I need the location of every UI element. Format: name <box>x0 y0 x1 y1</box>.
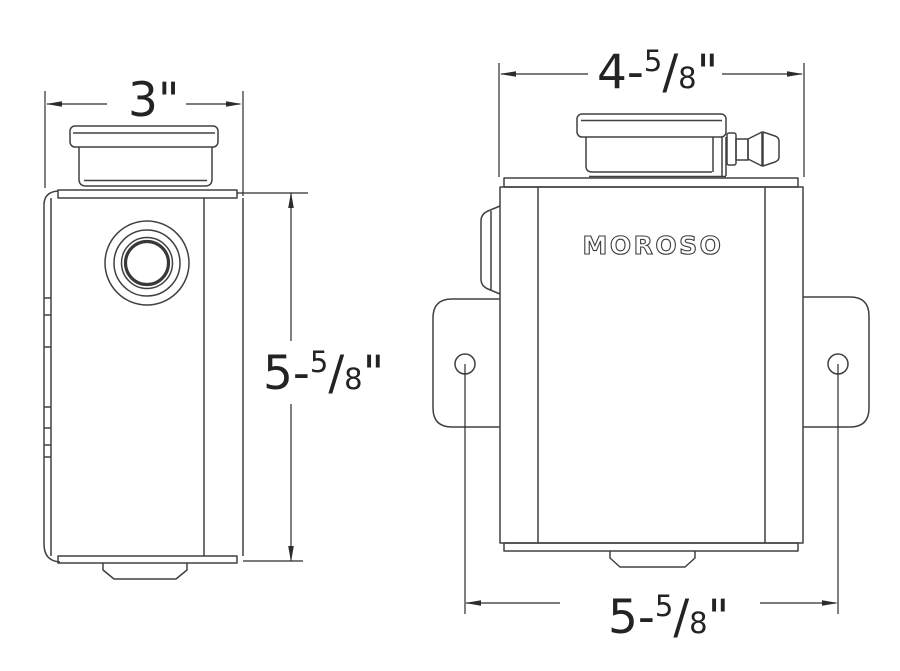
arrowhead-right-icon <box>226 101 242 107</box>
arrowhead-left-icon <box>500 71 516 77</box>
bracket-wing-left <box>432 298 500 428</box>
cap-flange <box>69 125 219 148</box>
barb-ridge-1 <box>747 131 763 167</box>
arrowhead-right-icon <box>822 600 838 606</box>
barb-neck <box>735 138 749 161</box>
mounting-bracket-right <box>803 296 870 428</box>
tank-top-flange <box>503 177 799 188</box>
side-view-body <box>43 189 244 580</box>
drain-plug-side <box>102 563 188 580</box>
barb-ridge-2 <box>762 131 780 167</box>
port-middle-circle <box>113 229 181 297</box>
cap-body <box>585 137 712 173</box>
dim-label-side-width: 3" <box>128 73 180 128</box>
side-view-cap <box>69 125 219 187</box>
side-view: 3" 5-5/8" <box>43 73 384 580</box>
brand-logo-text: MOROSO <box>583 231 724 260</box>
bracket-edge-ticks <box>44 297 51 458</box>
tank-bottom-flange <box>503 542 799 552</box>
arrowhead-right-icon <box>787 71 803 77</box>
mounting-bracket-left <box>432 298 500 428</box>
dimension-side-width: 3" <box>44 73 244 196</box>
dim-label-front-width: 4-5/8" <box>597 44 718 100</box>
side-port <box>104 220 190 306</box>
cap-body <box>78 147 213 187</box>
drain-plug-front <box>609 551 696 568</box>
arrowhead-left-icon <box>46 101 62 107</box>
front-view-body <box>480 177 804 568</box>
cap-flange <box>576 113 727 138</box>
port-bore-circle <box>123 239 171 287</box>
dim-label-hole-spacing: 5-5/8" <box>608 589 729 645</box>
arrowhead-down-icon <box>288 546 294 562</box>
dimension-side-height: 5-5/8" <box>237 192 384 562</box>
arrowhead-up-icon <box>288 192 294 208</box>
front-view: MOROSO 4-5/8" 5-5/8" <box>432 44 870 645</box>
body-outer-left-edge <box>43 190 61 563</box>
arrowhead-left-icon <box>465 600 481 606</box>
port-lip-circle <box>120 236 174 290</box>
bracket-wing-right <box>803 296 870 428</box>
side-port-bump <box>480 205 501 295</box>
dimension-front-width: 4-5/8" <box>498 44 805 177</box>
tank-bottom-flange <box>57 555 238 564</box>
dim-label-side-height: 5-5/8" <box>263 345 384 401</box>
front-view-cap <box>576 113 780 178</box>
port-outer-circle <box>104 220 190 306</box>
dimension-hole-spacing: 5-5/8" <box>464 364 839 645</box>
hose-barb-fitting <box>726 131 780 167</box>
barb-collar <box>726 132 737 166</box>
tank-top-flange <box>57 189 238 199</box>
